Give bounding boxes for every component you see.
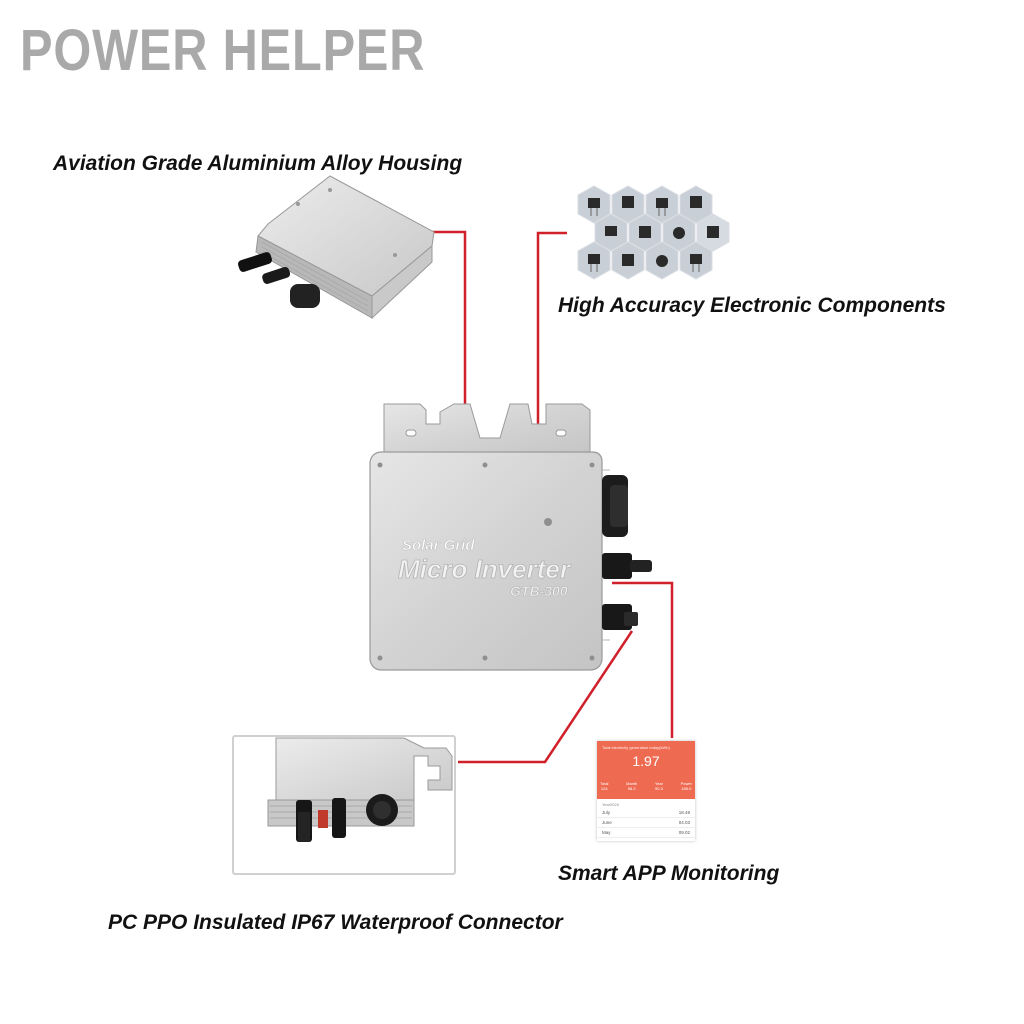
app-stat-value: 124	[600, 786, 608, 791]
app-row-value: 09.02	[678, 830, 690, 835]
app-stat-label: Year	[654, 781, 663, 786]
label-app: Smart APP Monitoring	[558, 862, 780, 885]
label-components: High Accuracy Electronic Components	[558, 294, 946, 317]
app-header-text: Total electricity generation today(kWh)	[602, 745, 670, 750]
app-stat-label: Month	[626, 781, 638, 786]
label-housing: Aviation Grade Aluminium Alloy Housing	[53, 152, 463, 175]
leader-lines	[428, 230, 674, 764]
device-line1: Solar Grid	[402, 537, 475, 554]
app-header-panel: Total electricity generation today(kWh) …	[597, 741, 695, 799]
list-item: June 04.03	[597, 818, 695, 828]
app-row-value: 18.49	[678, 810, 690, 815]
leader-line-app	[612, 581, 674, 738]
app-row-month: July	[602, 810, 611, 815]
components-image	[577, 185, 730, 280]
housing-image	[238, 175, 435, 320]
label-connector: PC PPO Insulated IP67 Waterproof Connect…	[108, 911, 563, 934]
device-model: GTB-300	[510, 583, 568, 599]
app-stat-value: 185.0	[681, 786, 692, 791]
app-row-month: June	[602, 820, 612, 825]
brand-title: POWER HELPER	[20, 18, 426, 83]
app-screenshot: Total electricity generation today(kWh) …	[597, 741, 695, 841]
list-item: May 09.02	[597, 828, 695, 838]
connector-image	[232, 735, 456, 875]
main-inverter-image	[369, 403, 652, 671]
leader-line-connector	[458, 630, 634, 764]
device-line2: Micro Inverter	[398, 554, 572, 584]
app-stat-label: Power	[680, 781, 692, 786]
app-big-value: 1.97	[632, 753, 660, 769]
leader-line-components	[536, 231, 567, 505]
app-stat-value: 90.3	[655, 786, 663, 791]
leader-line-housing	[428, 230, 467, 408]
app-section-title: Year2020	[602, 802, 619, 807]
list-item: July 18.49	[597, 808, 695, 818]
app-stat-label: Total	[600, 781, 609, 786]
app-row-value: 04.03	[678, 820, 690, 825]
app-stat-value: 58.2	[627, 786, 636, 791]
app-row-month: May	[602, 830, 611, 835]
